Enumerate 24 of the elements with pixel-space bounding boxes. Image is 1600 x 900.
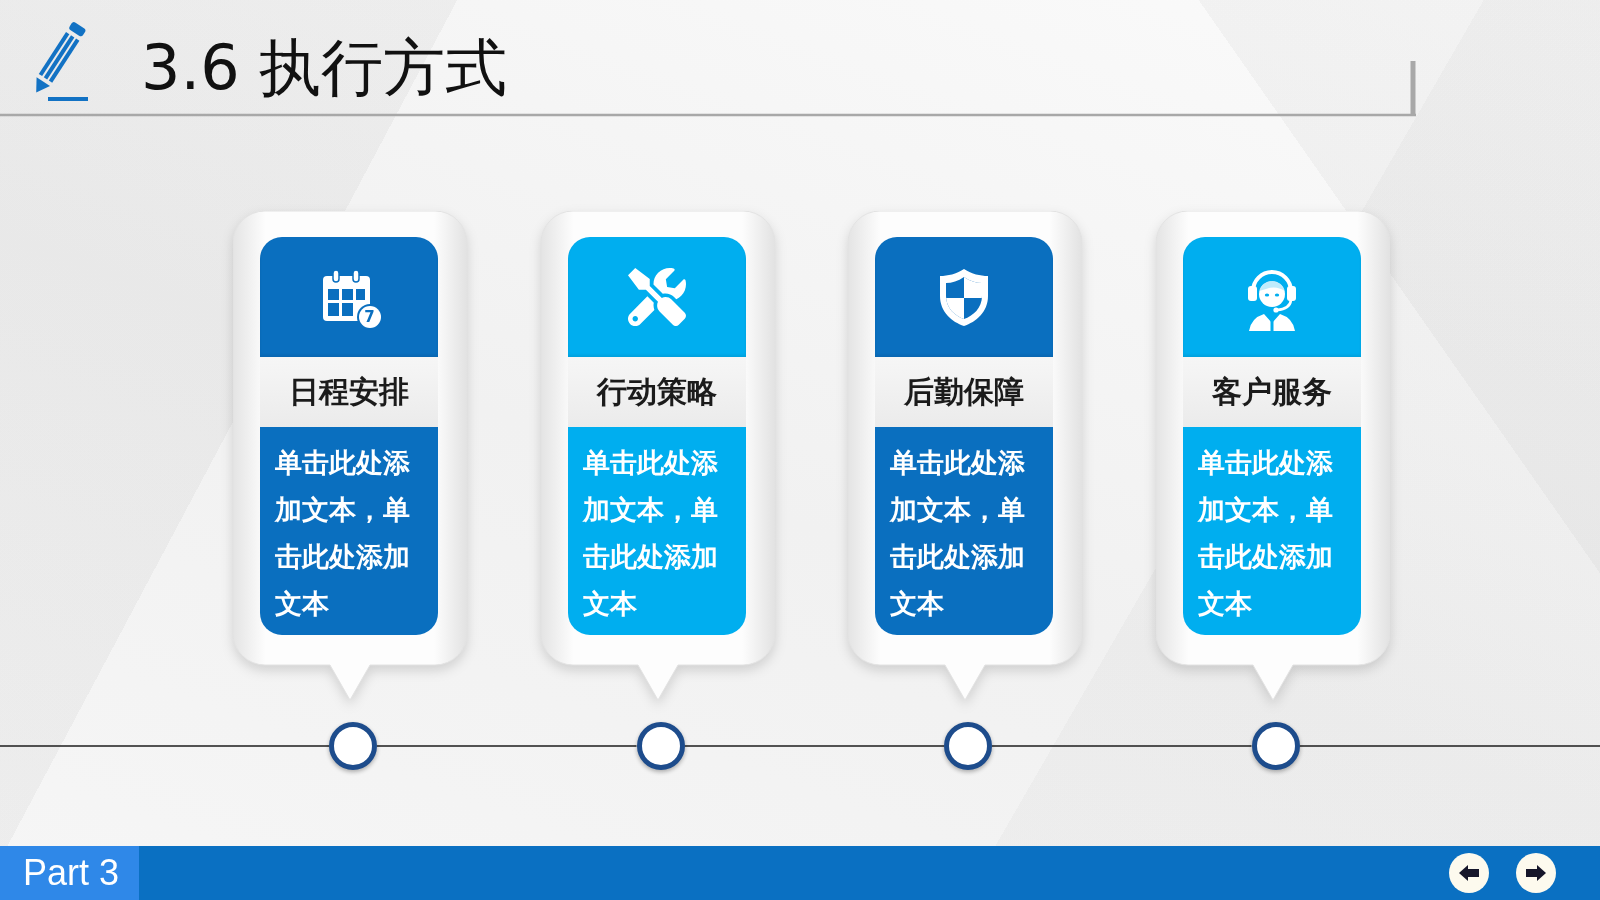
card-description: 单击此处添加文本，单击此处添加文本 — [260, 427, 438, 635]
speech-bubble-card — [233, 211, 467, 700]
card-title: 客户服务 — [1182, 357, 1361, 427]
timeline-line — [0, 745, 330, 747]
slide-title: 3.6 执行方式 — [141, 32, 508, 104]
card-title: 日程安排 — [260, 357, 438, 427]
day-number: 7 — [358, 305, 381, 328]
timeline-line — [376, 745, 638, 747]
timeline-line — [991, 745, 1253, 747]
timeline-marker — [1251, 722, 1300, 770]
timeline-line — [683, 745, 945, 747]
card-title: 行动策略 — [567, 357, 746, 427]
speech-bubble-card — [540, 211, 775, 700]
timeline-marker — [944, 722, 992, 770]
section-label: Part 3 — [0, 846, 139, 900]
card-description: 单击此处添加文本，单击此处添加文本 — [875, 427, 1053, 635]
timeline-marker — [636, 722, 685, 770]
timeline-marker — [329, 722, 377, 770]
card-title: 后勤保障 — [875, 357, 1053, 427]
card-description: 单击此处添加文本，单击此处添加文本 — [567, 427, 746, 635]
speech-bubble-card — [848, 211, 1082, 700]
timeline-line — [1298, 745, 1600, 747]
card-description: 单击此处添加文本，单击此处添加文本 — [1182, 427, 1361, 635]
speech-bubble-card — [1155, 211, 1390, 700]
